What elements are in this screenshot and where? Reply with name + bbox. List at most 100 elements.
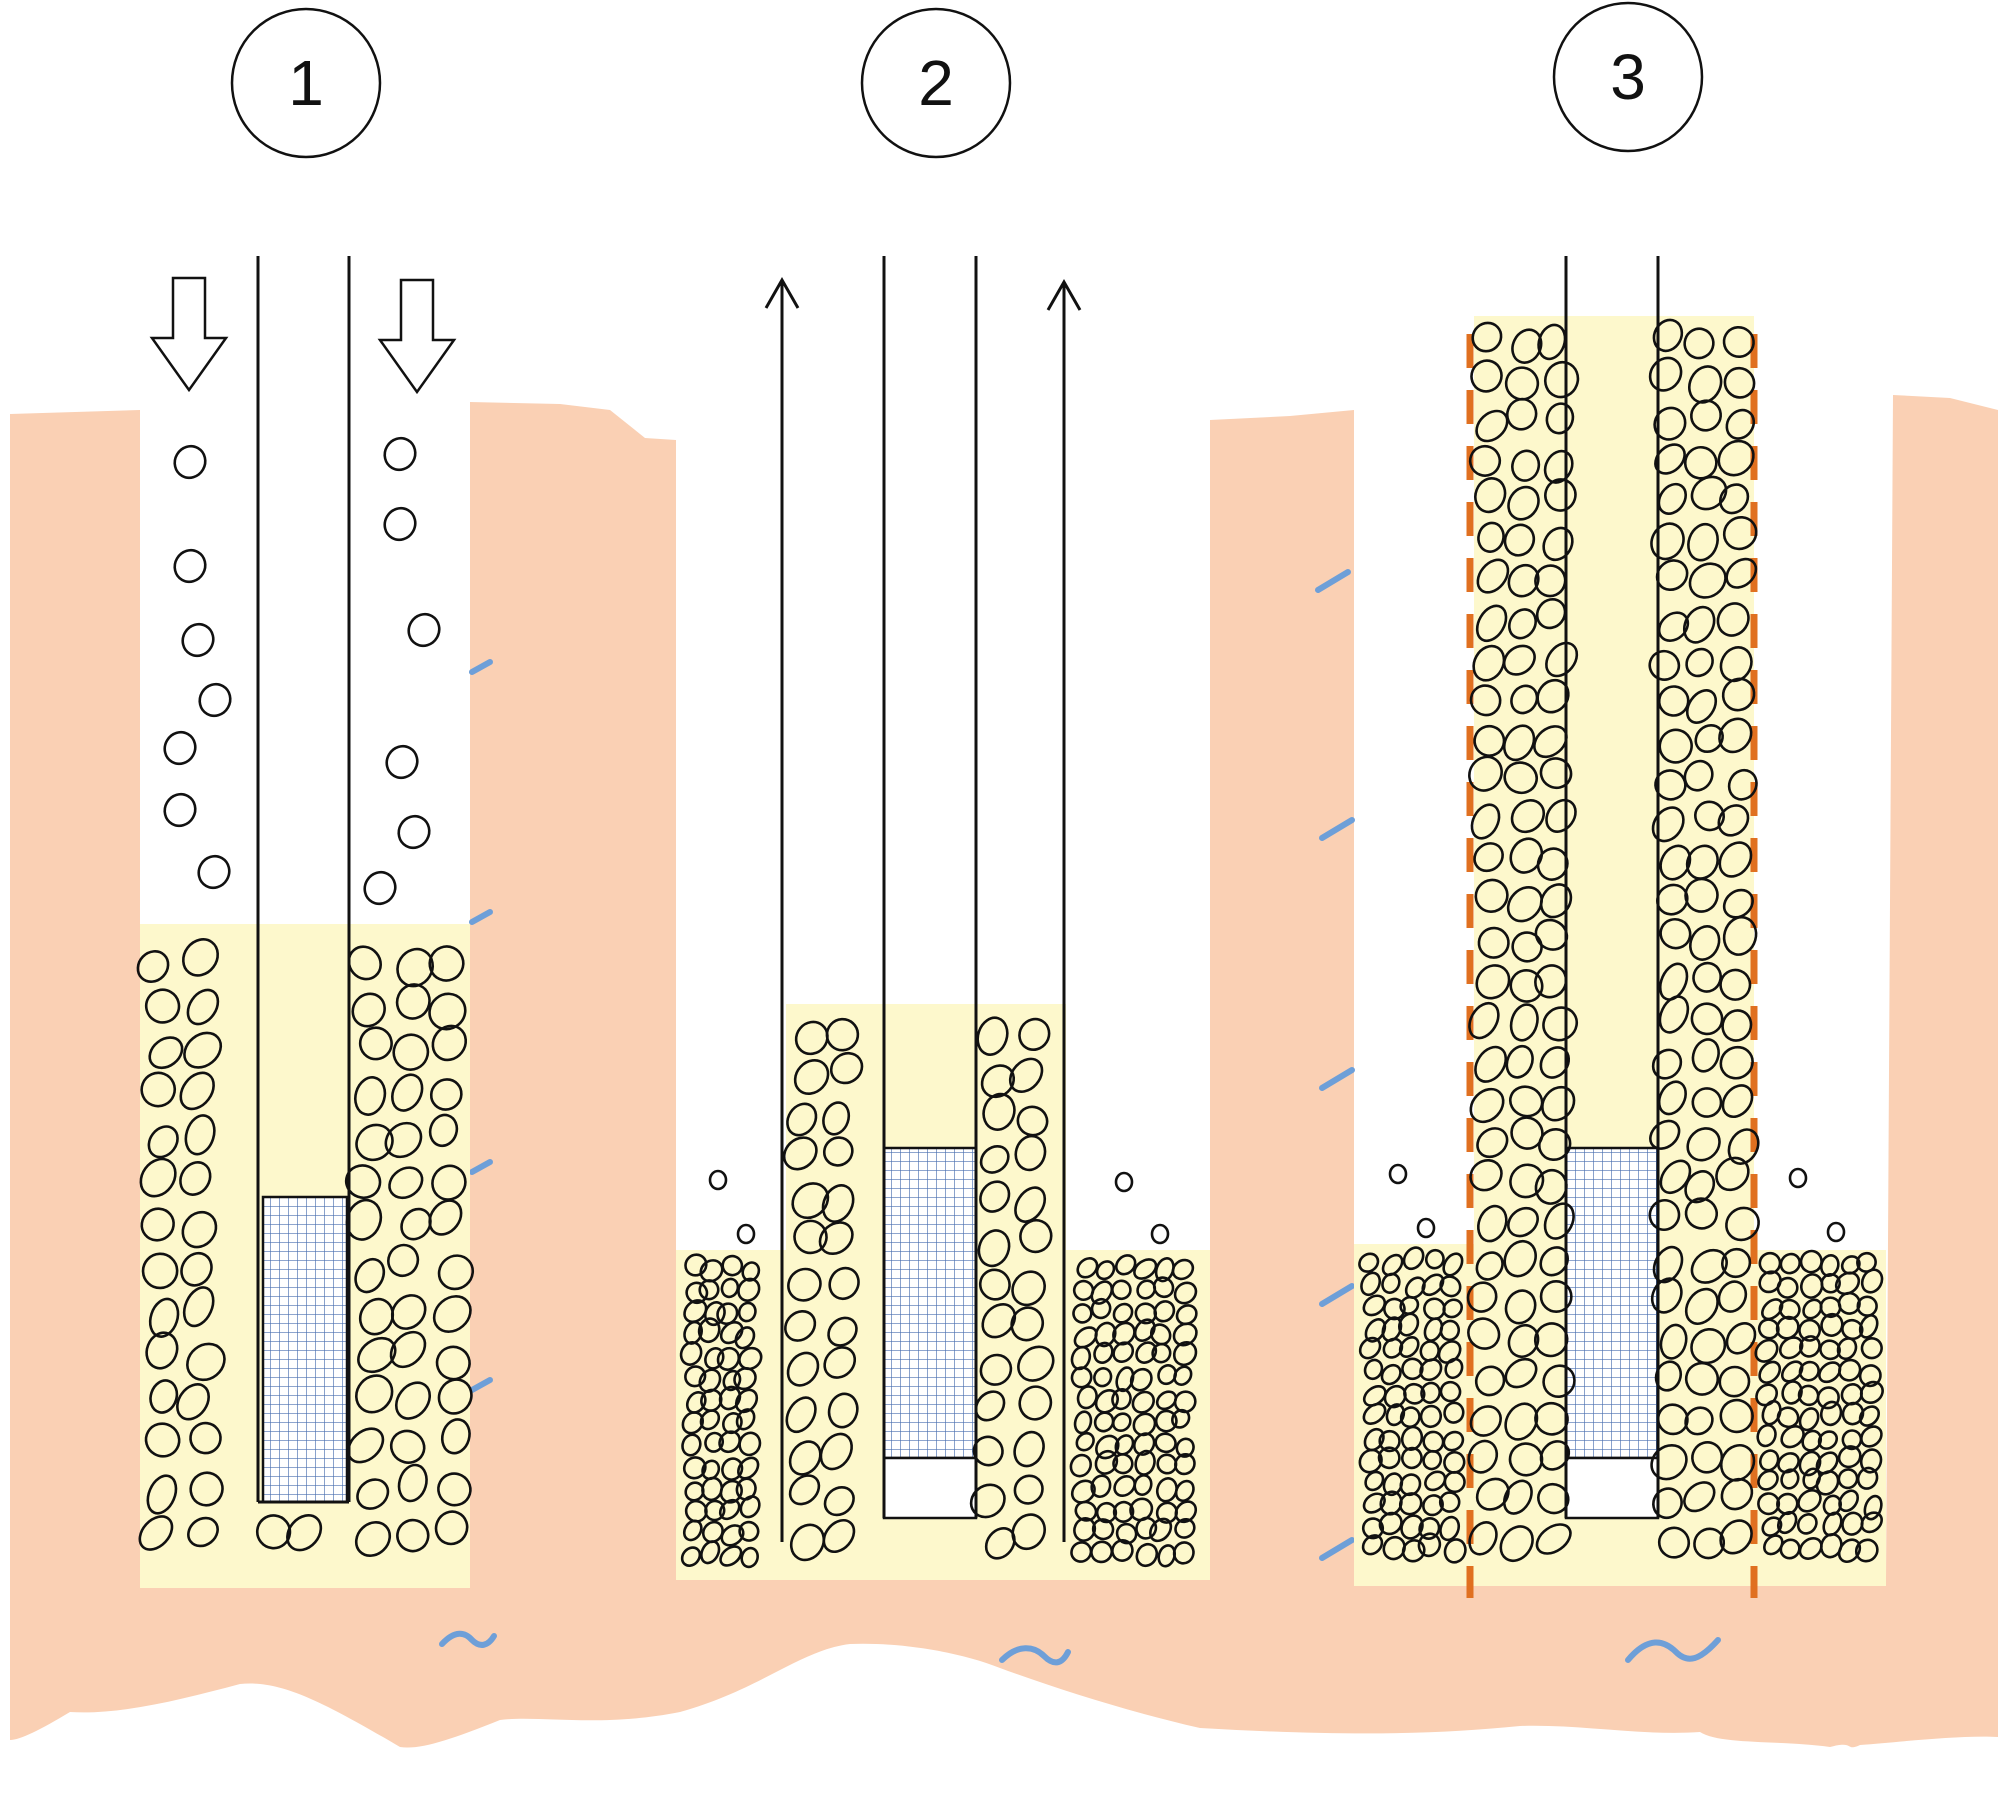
gravel-particle [818,1221,854,1255]
gravel-particle [181,622,215,658]
gravel-particle [822,1136,854,1167]
gravel-particle [825,1017,860,1052]
gravel-particle [1652,318,1684,353]
gravel-particle [1693,1527,1726,1560]
gravel-particle [1503,523,1536,557]
gravel-particle [1112,1321,1136,1346]
gravel-particle [1815,1470,1840,1496]
gravel-particle [738,1431,762,1457]
gravel-particle [1650,1443,1688,1481]
gravel-particle [395,983,431,1020]
gravel-particle [1135,1516,1158,1540]
gravel-particle [681,1433,702,1457]
gravel-particle [429,1078,463,1111]
gravel-particle [1503,1239,1537,1278]
gravel-particle [1502,1479,1533,1515]
gravel-particle [1718,1365,1751,1398]
gravel-particle [428,992,467,1031]
gravel-particle [1381,1253,1404,1277]
gravel-particle [1470,803,1501,840]
gravel-particle [1718,717,1753,754]
gravel-particle [1468,1521,1498,1556]
gravel-particle [1400,1446,1423,1470]
gravel-particle [791,1182,830,1220]
gravel-particle [1471,321,1503,353]
gravel-particle [1438,1491,1461,1513]
step-badge-2: 2 [860,7,1012,159]
gravel-particle [1534,1168,1568,1205]
gravel-particle [1443,1538,1467,1564]
gravel-particle [1657,685,1690,717]
gravel-particle [682,1519,703,1542]
gravel-particle [737,1277,761,1302]
gravel-particle [828,1266,860,1301]
gravel-particle [140,1071,177,1108]
gravel-particle [1799,1273,1824,1299]
gravel-particle [1776,1276,1799,1299]
gravel-particle [1439,1515,1461,1542]
gravel-particle [978,1268,1011,1301]
gravel-particle [1505,1044,1534,1079]
gravel-particle [147,1125,179,1159]
gravel-particle [1719,1444,1756,1482]
gravel-particle [1468,755,1503,792]
gravel-particle [139,1157,177,1198]
gravel-particle [734,1388,759,1414]
blank-sump-3 [1564,1456,1660,1520]
gravel-particle [1721,1009,1753,1042]
gravel-particle [1090,1474,1112,1499]
gravel-particle [1543,360,1580,399]
gravel-particle [1439,1275,1462,1298]
gravel-particle [431,1164,467,1201]
gravel-particle [345,1198,383,1241]
step-badge-3: 3 [1552,1,1704,153]
gravel-particle [1133,1474,1153,1496]
gravel-particle [1820,1312,1844,1337]
gravel-particle [1854,1538,1879,1563]
water-level-icon [1319,817,1355,841]
gravel-particle [1780,1425,1805,1449]
gravel-particle [1650,1277,1683,1314]
gravel-particle [1156,1453,1178,1475]
gravel-particle [1014,1134,1047,1172]
gravel-particle [737,1301,757,1323]
gravel-particle [718,1430,741,1454]
gravel-particle [1171,1258,1195,1281]
gravel-particle [1657,1080,1687,1116]
gravel-particle [700,1388,723,1412]
gravel-particle [1685,689,1718,724]
gravel-particle [1834,1271,1861,1296]
gravel-particle [794,1020,829,1056]
gravel-particle [432,1295,472,1333]
gravel-particle [1172,1341,1198,1367]
gravel-particle [437,1472,472,1507]
gravel-particle [1070,1366,1093,1389]
gravel-particle [390,1294,427,1330]
gravel-particle [1093,1411,1115,1433]
gravel-particle [979,1144,1010,1174]
gravel-particle [1502,644,1536,676]
gravel-particle [1656,883,1689,916]
gravel-particle [1545,402,1575,435]
gravel-particle [1659,1323,1688,1360]
gravel-particle [1690,399,1722,432]
gravel-particle [1684,1197,1719,1230]
gravel-particle [1383,1384,1407,1409]
gravel-particle [1722,325,1755,359]
gravel-particle [1472,644,1506,682]
gravel-particle [1686,1127,1721,1162]
gravel-particle [1648,356,1683,392]
gravel-particle [1381,1272,1401,1294]
gravel-particle [1534,964,1568,999]
gravel-particle [1475,409,1509,443]
gravel-particle [1174,1479,1195,1503]
gravel-particle [136,950,170,983]
gravel-particle [197,854,231,890]
gravel-particle [1683,759,1714,792]
gravel-particle [1421,1273,1445,1297]
gravel-particle [1014,1186,1047,1223]
water-level-icon [439,1630,497,1648]
gravel-particle [1016,1105,1049,1137]
gravel-particle [1069,1453,1092,1478]
gravel-particle [1499,1525,1534,1563]
